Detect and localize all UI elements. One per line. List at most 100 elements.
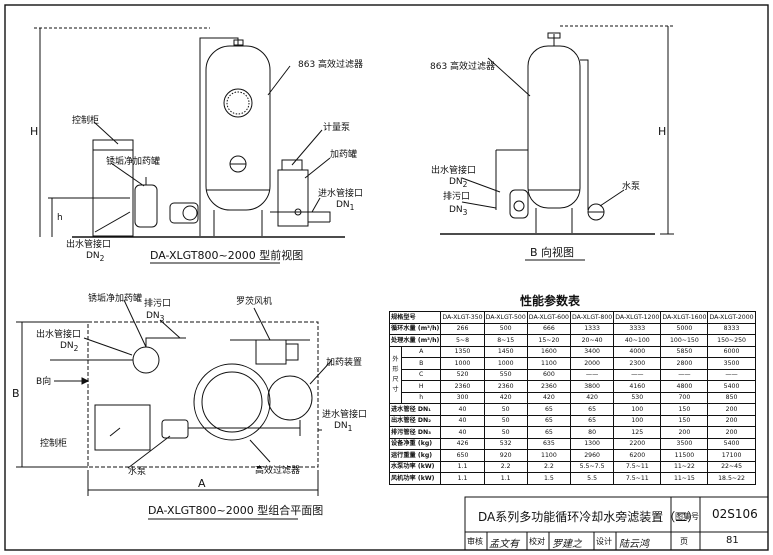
value-cell: 150 — [660, 414, 709, 427]
dimension-group-char: 形 — [392, 365, 399, 373]
review-signature: 孟文有 — [489, 539, 519, 550]
value-cell: 4160 — [613, 380, 662, 393]
plan-drain-label: 排污口 — [144, 299, 172, 309]
value-cell: 635 — [526, 437, 572, 450]
model-header-cell: DA-XLGT-350 — [440, 311, 485, 324]
value-cell: 6200 — [613, 449, 662, 462]
value-cell: 7.5~11 — [613, 460, 662, 473]
row-label-cell: 循环水量 (m³/h) — [388, 322, 442, 335]
row-label-cell: 风机功率 (kW) — [388, 472, 442, 485]
value-cell: 3500 — [660, 437, 709, 450]
plan-water-in-dn: DN1 — [334, 421, 353, 433]
front-filter-label: 863 高效过滤器 — [298, 60, 364, 70]
plan-control-label: 控制柜 — [40, 439, 68, 449]
value-cell: 11500 — [660, 449, 709, 462]
atlas-number: 02S106 — [712, 507, 758, 521]
value-cell: 420 — [569, 391, 615, 404]
page-label: 页 — [680, 537, 688, 546]
plan-scale-tank-label: 锈垢净加药罐 — [88, 294, 143, 304]
value-cell: 65 — [569, 414, 615, 427]
front-water-out-label: 出水管接口 — [66, 240, 112, 250]
value-cell: 2360 — [526, 380, 572, 393]
value-cell: 18.5~22 — [707, 472, 756, 485]
header-label-cell: 规格型号 — [388, 311, 442, 324]
value-cell: 150~250 — [707, 334, 756, 347]
b-water-out-dn: DN2 — [449, 177, 468, 189]
value-cell: 3333 — [613, 322, 662, 335]
value-cell: 532 — [483, 437, 528, 450]
front-water-out-dn: DN2 — [86, 251, 105, 263]
check-label: 校对 — [529, 537, 545, 546]
value-cell: 5.5 — [569, 472, 615, 485]
front-dosing-label: 加药罐 — [330, 150, 358, 160]
value-cell: 65 — [526, 426, 572, 439]
performance-table-title: 性能参数表 — [520, 294, 581, 308]
value-cell: 40 — [440, 403, 485, 416]
value-cell: 2200 — [613, 437, 662, 450]
value-cell: 40 — [440, 414, 485, 427]
review-label: 审核 — [467, 537, 483, 546]
atlas-label: 图集号 — [675, 512, 699, 521]
value-cell: 2960 — [569, 449, 615, 462]
value-cell: 666 — [526, 322, 572, 335]
b-drain-label: 排污口 — [443, 192, 471, 202]
value-cell: 5~8 — [440, 334, 485, 347]
value-cell: 550 — [483, 368, 528, 381]
title-block-frame — [464, 496, 769, 551]
value-cell: 200 — [707, 403, 756, 416]
value-cell: 50 — [483, 403, 528, 416]
design-label: 设计 — [596, 537, 612, 546]
value-cell: 3400 — [569, 345, 615, 358]
value-cell: 8333 — [707, 322, 756, 335]
value-cell: 420 — [483, 391, 528, 404]
b-view-title: B 向视图 — [530, 246, 575, 259]
dimension-label-cell: A — [400, 345, 442, 358]
plan-b-direction: B向 — [36, 377, 52, 387]
b-pump-label: 水泵 — [622, 182, 641, 192]
model-header-cell: DA-XLGT-500 — [483, 311, 528, 324]
value-cell: 1300 — [569, 437, 615, 450]
value-cell: 11~15 — [660, 472, 709, 485]
dimension-label-cell: H — [400, 380, 442, 393]
check-signature: 罗建之 — [552, 539, 582, 550]
value-cell: 5400 — [707, 380, 756, 393]
value-cell: 8~15 — [483, 334, 528, 347]
value-cell: 150 — [660, 403, 709, 416]
model-header-cell: DA-XLGT-2000 — [707, 311, 756, 324]
value-cell: 100~150 — [660, 334, 709, 347]
value-cell: 2800 — [660, 357, 709, 370]
value-cell: —— — [707, 368, 756, 381]
value-cell: 50 — [483, 426, 528, 439]
value-cell: 530 — [613, 391, 662, 404]
value-cell: 500 — [483, 322, 528, 335]
front-view-title: DA-XLGT800~2000 型前视图 — [150, 249, 304, 262]
value-cell: 5850 — [660, 345, 709, 358]
plan-drain-dn: DN3 — [146, 311, 165, 323]
model-header-cell: DA-XLGT-600 — [526, 311, 572, 324]
value-cell: 920 — [483, 449, 528, 462]
value-cell: 1333 — [569, 322, 615, 335]
value-cell: 11~22 — [660, 460, 709, 473]
value-cell: 2.2 — [526, 460, 572, 473]
b-drain-dn: DN3 — [449, 205, 468, 217]
front-water-in-label: 进水管接口 — [318, 189, 364, 199]
front-control-label: 控制柜 — [72, 116, 100, 126]
front-meter-pump-label: 计量泵 — [323, 123, 351, 133]
plan-water-in-label: 进水管接口 — [322, 410, 368, 420]
row-label-cell: 设备净重 (kg) — [388, 437, 442, 450]
value-cell: 200 — [707, 414, 756, 427]
value-cell: 3800 — [569, 380, 615, 393]
